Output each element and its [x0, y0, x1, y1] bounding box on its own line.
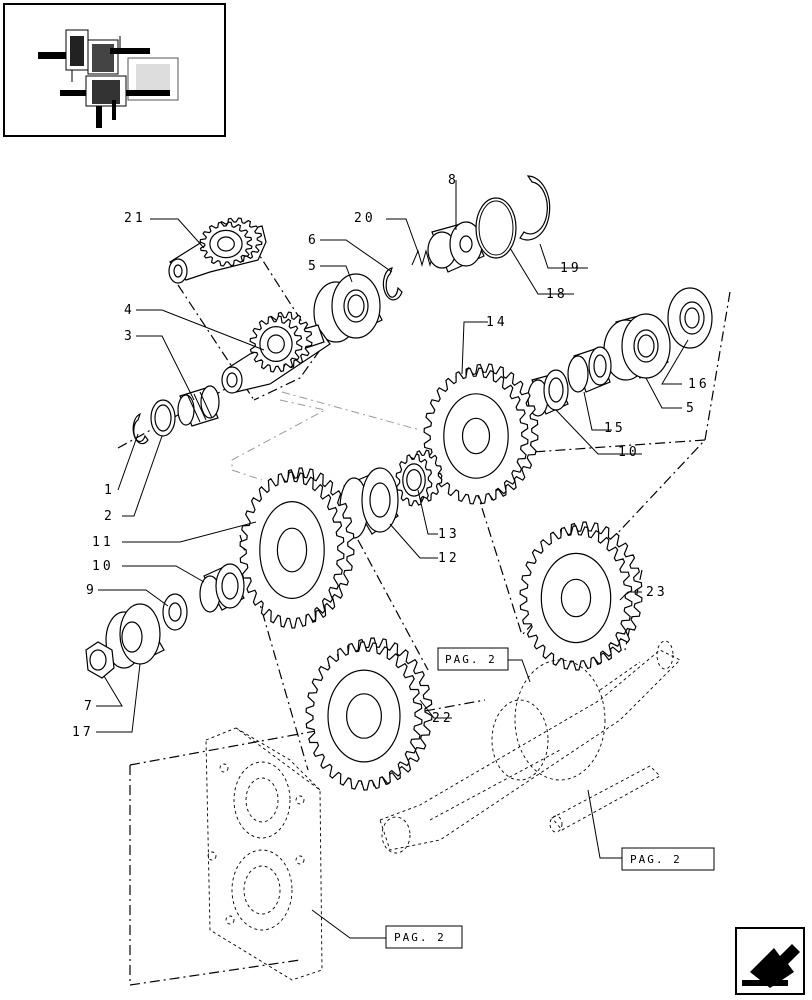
- gear13-bore: [406, 469, 422, 492]
- part-10-bushing-lower[interactable]: [199, 563, 245, 613]
- callout-12: 12: [438, 551, 460, 566]
- part-23-gear[interactable]: [519, 521, 643, 671]
- callout-2: 2: [104, 509, 115, 524]
- page-reference-1[interactable]: PAG. 2: [437, 647, 509, 671]
- gear22-bore: [346, 693, 383, 739]
- gear14-bore: [461, 417, 491, 455]
- part-13-small-gear[interactable]: [395, 449, 443, 507]
- part-15-needle-bearing[interactable]: [567, 346, 612, 393]
- part-6-circlip[interactable]: [382, 267, 403, 301]
- page-reference-3-label: PAG. 2: [394, 931, 446, 944]
- part-22-gear[interactable]: [305, 637, 433, 791]
- callout-22: 22: [432, 711, 454, 726]
- page-reference-2-label: PAG. 2: [630, 853, 682, 866]
- part-7-nut[interactable]: [85, 641, 115, 679]
- callout-leaders: [96, 180, 689, 939]
- gear21-bore: [217, 236, 235, 252]
- part-5-bearing-right[interactable]: [603, 313, 671, 381]
- callout-19: 19: [560, 261, 582, 276]
- callout-23: 23: [646, 585, 668, 600]
- assembly-locator-thumbnail[interactable]: [3, 3, 226, 137]
- callout-6: 6: [308, 233, 319, 248]
- callout-9: 9: [86, 583, 97, 598]
- gear4-bore: [267, 334, 285, 354]
- housing-cover-reference[interactable]: [205, 727, 323, 981]
- callout-3: 3: [124, 329, 135, 344]
- part-1-snap-ring[interactable]: [132, 412, 149, 445]
- output-shaft-reference[interactable]: [379, 640, 681, 854]
- callout-4: 4: [124, 303, 135, 318]
- callout-18: 18: [546, 287, 568, 302]
- part-19-snap-ring[interactable]: [519, 175, 551, 241]
- callout-14: 14: [486, 315, 508, 330]
- callout-10: 10: [618, 445, 640, 460]
- part-2-thrust-washer[interactable]: [150, 399, 176, 437]
- page-reference-2[interactable]: PAG. 2: [621, 847, 715, 871]
- part-8-cap[interactable]: [427, 221, 485, 273]
- gear11-bore: [276, 527, 308, 573]
- part-17-bearing[interactable]: [105, 603, 165, 669]
- callout-16: 16: [688, 377, 710, 392]
- next-page-arrow-icon[interactable]: [735, 927, 805, 995]
- part-18-o-ring[interactable]: [475, 197, 517, 259]
- part-9-washer[interactable]: [162, 593, 188, 631]
- part-4-cluster-gear-shaft[interactable]: [221, 311, 331, 394]
- callout-1: 1: [104, 483, 115, 498]
- callout-10b: 10: [92, 559, 114, 574]
- shift-rod-reference[interactable]: [549, 765, 661, 833]
- callout-21: 21: [124, 211, 146, 226]
- callout-7: 7: [84, 699, 95, 714]
- callout-5b: 5: [686, 401, 697, 416]
- part-16-bearing[interactable]: [667, 287, 713, 349]
- gear23-bore: [560, 578, 592, 618]
- page-reference-1-label: PAG. 2: [445, 653, 497, 666]
- callout-8: 8: [448, 173, 459, 188]
- callout-17: 17: [72, 725, 94, 740]
- callout-5: 5: [308, 259, 319, 274]
- part-12-sleeve[interactable]: [339, 467, 399, 539]
- callout-11: 11: [92, 535, 114, 550]
- callout-20: 20: [354, 211, 376, 226]
- callout-15: 15: [604, 421, 626, 436]
- part-21-splined-shaft[interactable]: [168, 217, 267, 284]
- part-14-gear[interactable]: [423, 363, 539, 505]
- part-11-gear[interactable]: [239, 467, 355, 629]
- callout-13: 13: [438, 527, 460, 542]
- part-5-bearing-upper[interactable]: [313, 273, 383, 343]
- page-reference-3[interactable]: PAG. 2: [385, 925, 463, 949]
- part-3-needle-cage[interactable]: [177, 385, 220, 427]
- callout-numbers: 21 20 8 6 5 4 3 19 18 14 16 5 15 10 1 2 …: [72, 173, 710, 740]
